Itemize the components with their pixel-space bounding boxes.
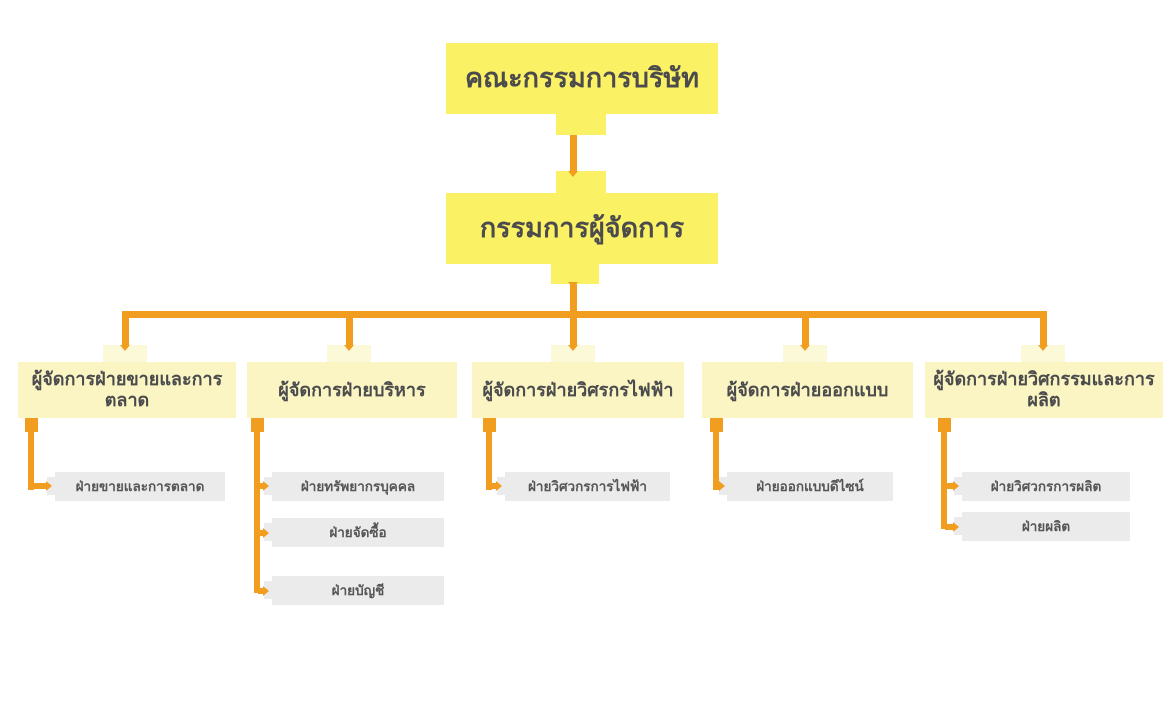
connector-drop-col2: [346, 311, 353, 352]
department-label: ฝ่ายจัดซื้อ: [329, 524, 387, 540]
manager-label: ผู้จัดการฝ่ายวิศรกรไฟฟ้า: [482, 379, 674, 400]
tab-manager-col3: [551, 345, 595, 363]
tab-manager-col2: [327, 345, 371, 363]
tab-manager-col5: [1021, 345, 1065, 363]
department-label: ฝ่ายทรัพยากรบุคคล: [300, 478, 416, 494]
arrow-right-col2-r1: [263, 481, 269, 491]
connector-stub-col2-r2: [258, 530, 266, 536]
manager-label: ผู้จัดการฝ่ายออกแบบ: [726, 379, 889, 400]
department-box-sales-marketing: ฝ่ายขายและการตลาด: [55, 472, 225, 501]
arrow-down-col5: [1038, 345, 1048, 351]
connector-stub-col5-r2: [945, 524, 956, 530]
connector-drop-col3: [570, 311, 577, 352]
manager-label: ผู้จัดการฝ่ายวิศกรรมและการผลิต: [933, 369, 1155, 410]
department-label: ฝ่ายขายและการตลาด: [75, 478, 205, 494]
arrow-right-col1-r1: [46, 481, 52, 491]
root-box: คณะกรรมการบริษัท: [446, 43, 718, 114]
connector-anchor-col2: [251, 414, 264, 432]
connector-stub-col3-r1: [490, 483, 499, 489]
tab-md-top: [556, 171, 606, 193]
connector-anchor-col3: [483, 414, 496, 432]
arrow-right-col5-r1: [953, 481, 959, 491]
managing-director-box: กรรมการผู้จัดการ: [446, 193, 718, 264]
arrow-right-col2-r3: [263, 586, 269, 596]
arrow-right-col4-r1: [719, 481, 725, 491]
connector-stub-col5-r1: [945, 483, 956, 489]
department-box-human-resources: ฝ่ายทรัพยากรบุคคล: [272, 472, 444, 501]
department-box-production-engineering: ฝ่ายวิศวกรการผลิต: [962, 472, 1130, 501]
department-label: ฝ่ายวิศวกรการผลิต: [990, 478, 1102, 494]
tab-manager-col4: [783, 345, 827, 363]
manager-box-engineering-production: ผู้จัดการฝ่ายวิศกรรมและการผลิต: [925, 362, 1163, 418]
manager-box-sales-marketing: ผู้จัดการฝ่ายขายและการตลาด: [18, 362, 236, 418]
manager-box-administration: ผู้จัดการฝ่ายบริหาร: [247, 362, 457, 418]
manager-box-electrical-engineering: ผู้จัดการฝ่ายวิศรกรไฟฟ้า: [472, 362, 684, 418]
tab-md-bottom: [551, 264, 599, 284]
arrow-down-md-top: [568, 171, 578, 177]
arrow-down-md-bottom: [568, 282, 578, 288]
connector-root-to-md: [570, 130, 577, 182]
tab-root-bottom: [556, 113, 606, 135]
department-box-accounting: ฝ่ายบัญชี: [272, 576, 444, 605]
connector-anchor-col4: [710, 414, 723, 432]
department-label: ฝ่ายออกแบบดีไซน์: [756, 478, 864, 494]
department-box-electrical-engineering: ฝ่ายวิศวกรการไฟฟ้า: [505, 472, 670, 501]
managing-director-label: กรรมการผู้จัดการ: [479, 212, 685, 243]
connector-anchor-col1: [25, 414, 38, 432]
connector-drop-col5: [1040, 311, 1047, 352]
arrow-down-col3: [568, 345, 578, 351]
department-box-production: ฝ่ายผลิต: [962, 512, 1130, 541]
manager-box-design: ผู้จัดการฝ่ายออกแบบ: [702, 362, 913, 418]
arrow-right-col2-r2: [263, 528, 269, 538]
department-label: ฝ่ายบัญชี: [331, 582, 385, 598]
manager-label: ผู้จัดการฝ่ายบริหาร: [278, 379, 426, 400]
department-label: ฝ่ายผลิต: [1021, 518, 1071, 534]
department-box-design: ฝ่ายออกแบบดีไซน์: [727, 472, 893, 501]
department-box-purchasing: ฝ่ายจัดซื้อ: [272, 518, 444, 547]
arrow-right-col3-r1: [496, 481, 502, 491]
arrow-down-col1: [120, 345, 130, 351]
arrow-down-col2: [344, 345, 354, 351]
connector-subtree-col4: [713, 428, 719, 490]
connector-anchor-col5: [938, 414, 951, 432]
connector-subtree-col3: [486, 428, 492, 490]
connector-subtree-col2: [254, 428, 260, 593]
connector-stub-col2-r3: [258, 588, 266, 594]
department-label: ฝ่ายวิศวกรการไฟฟ้า: [527, 478, 648, 494]
arrow-down-col4: [800, 345, 810, 351]
connector-horizontal-bar: [122, 311, 1047, 318]
connector-drop-col4: [802, 311, 809, 352]
manager-label: ผู้จัดการฝ่ายขายและการตลาด: [31, 369, 223, 410]
connector-subtree-col1: [28, 428, 34, 490]
tab-manager-col1: [103, 345, 147, 363]
connector-stub-col1-r1: [34, 483, 48, 489]
connector-md-to-bar: [570, 280, 577, 318]
root-label: คณะกรรมการบริษัท: [464, 62, 699, 93]
connector-subtree-col5: [941, 428, 947, 529]
connector-drop-col1: [122, 311, 129, 352]
connector-stub-col2-r1: [258, 483, 266, 489]
arrow-right-col5-r2: [953, 522, 959, 532]
